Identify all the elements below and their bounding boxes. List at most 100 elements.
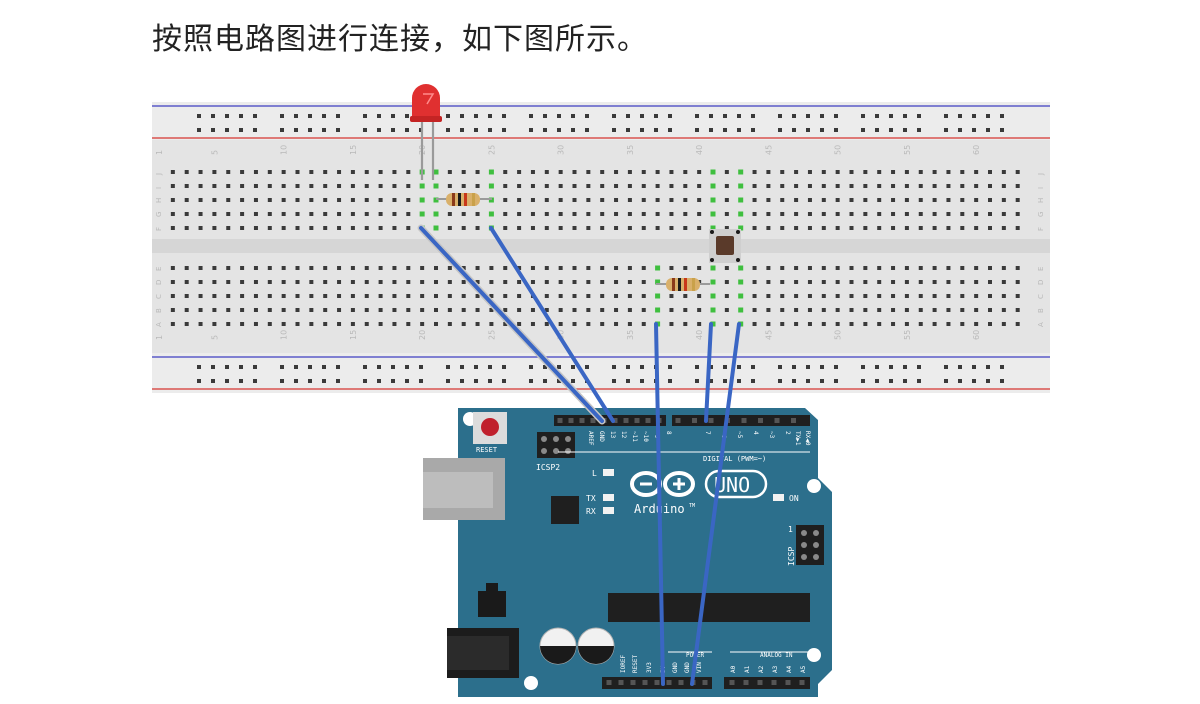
breadboard-hole bbox=[184, 226, 189, 230]
breadboard-hole bbox=[877, 280, 882, 284]
breadboard-hole bbox=[627, 226, 632, 230]
breadboard-hole bbox=[891, 266, 896, 270]
breadboard-hole bbox=[461, 322, 466, 326]
rail-hole bbox=[792, 365, 796, 369]
breadboard-hole bbox=[392, 212, 397, 216]
rail-hole bbox=[626, 114, 630, 118]
breadboard-hole bbox=[295, 294, 300, 298]
breadboard-hole bbox=[627, 170, 632, 174]
breadboard-hole bbox=[364, 322, 369, 326]
breadboard-hole bbox=[683, 198, 688, 202]
breadboard-hole bbox=[406, 226, 411, 230]
led-rx bbox=[603, 507, 614, 514]
breadboard-hole bbox=[835, 184, 840, 188]
rail-hole bbox=[806, 114, 810, 118]
breadboard-hole bbox=[226, 170, 231, 174]
breadboard-hole bbox=[752, 198, 757, 202]
rail-hole bbox=[253, 128, 257, 132]
power-pin-label: IOREF bbox=[620, 655, 627, 673]
icsp2-label: ICSP2 bbox=[536, 463, 560, 472]
rail-hole bbox=[419, 379, 423, 383]
breadboard-hole bbox=[821, 212, 826, 216]
breadboard-hole bbox=[807, 212, 812, 216]
header-hole bbox=[634, 418, 640, 423]
breadboard-hole bbox=[794, 280, 799, 284]
power-pin-label: GND bbox=[672, 662, 679, 673]
breadboard-hole bbox=[184, 170, 189, 174]
breadboard-hole bbox=[378, 170, 383, 174]
breadboard-hole bbox=[697, 212, 702, 216]
breadboard-hole bbox=[281, 212, 286, 216]
breadboard-hole bbox=[572, 322, 577, 326]
breadboard-hole bbox=[614, 170, 619, 174]
breadboard-hole bbox=[960, 322, 965, 326]
breadboard-hole bbox=[724, 266, 729, 270]
column-tick-label: 60 bbox=[972, 330, 981, 340]
rail-hole bbox=[972, 114, 976, 118]
header-pin bbox=[565, 436, 571, 442]
header-hole bbox=[791, 418, 796, 423]
header-pin bbox=[813, 554, 819, 560]
breadboard-hole bbox=[988, 294, 992, 298]
rail-hole bbox=[405, 128, 409, 132]
rail-hole bbox=[820, 379, 824, 383]
rail-hole bbox=[557, 128, 561, 132]
breadboard-hole bbox=[170, 308, 175, 312]
rail-hole bbox=[612, 379, 616, 383]
header-pin bbox=[801, 530, 807, 536]
breadboard-hole bbox=[378, 212, 383, 216]
breadboard-hole bbox=[170, 266, 175, 270]
breadboard-hole bbox=[946, 184, 951, 188]
breadboard-hole bbox=[392, 266, 397, 270]
analog-pin-label: A5 bbox=[800, 665, 807, 673]
connected-hole bbox=[655, 293, 661, 299]
breadboard-hole bbox=[295, 170, 300, 174]
breadboard-hole bbox=[669, 266, 674, 270]
pushbutton-icon bbox=[709, 229, 741, 263]
breadboard-hole bbox=[447, 294, 452, 298]
breadboard-hole bbox=[627, 198, 632, 202]
breadboard-hole bbox=[572, 212, 577, 216]
analog-pin-label: A0 bbox=[730, 665, 737, 673]
header-pin bbox=[541, 448, 547, 454]
breadboard-hole bbox=[891, 184, 896, 188]
breadboard-hole bbox=[281, 294, 286, 298]
led-l-label: L bbox=[592, 469, 597, 478]
wire bbox=[690, 322, 741, 686]
rail-hole bbox=[889, 128, 893, 132]
breadboard-hole bbox=[544, 226, 549, 230]
breadboard-hole bbox=[184, 212, 189, 216]
connected-hole bbox=[433, 183, 439, 189]
breadboard-hole bbox=[434, 280, 438, 284]
breadboard-hole bbox=[835, 322, 840, 326]
breadboard-hole bbox=[544, 308, 549, 312]
breadboard-hole bbox=[877, 322, 882, 326]
rail-hole bbox=[488, 379, 492, 383]
breadboard-hole bbox=[683, 294, 688, 298]
breadboard-hole bbox=[918, 280, 923, 284]
breadboard-hole bbox=[253, 226, 258, 230]
breadboard-hole bbox=[475, 226, 480, 230]
breadboard-hole bbox=[974, 198, 979, 202]
breadboard-hole bbox=[406, 280, 411, 284]
rail-hole bbox=[377, 114, 381, 118]
row-letter-label: B bbox=[1037, 308, 1045, 313]
connected-hole bbox=[710, 307, 716, 313]
breadboard-hole bbox=[821, 322, 826, 326]
power-pin-label: 3V3 bbox=[646, 662, 653, 673]
breadboard-hole bbox=[849, 322, 854, 326]
breadboard-hole bbox=[337, 266, 342, 270]
digital-label: DIGITAL (PWM=~) bbox=[703, 455, 766, 463]
breadboard-hole bbox=[572, 198, 577, 202]
rail-hole bbox=[280, 114, 284, 118]
breadboard-hole bbox=[184, 322, 189, 326]
rail-hole bbox=[861, 128, 865, 132]
rail-hole bbox=[211, 128, 215, 132]
rail-hole bbox=[668, 379, 672, 383]
breadboard-hole bbox=[641, 294, 646, 298]
breadboard-hole bbox=[641, 266, 646, 270]
breadboard-hole bbox=[406, 322, 411, 326]
breadboard-hole bbox=[988, 280, 992, 284]
breadboard-hole bbox=[752, 170, 757, 174]
breadboard-hole bbox=[253, 170, 258, 174]
